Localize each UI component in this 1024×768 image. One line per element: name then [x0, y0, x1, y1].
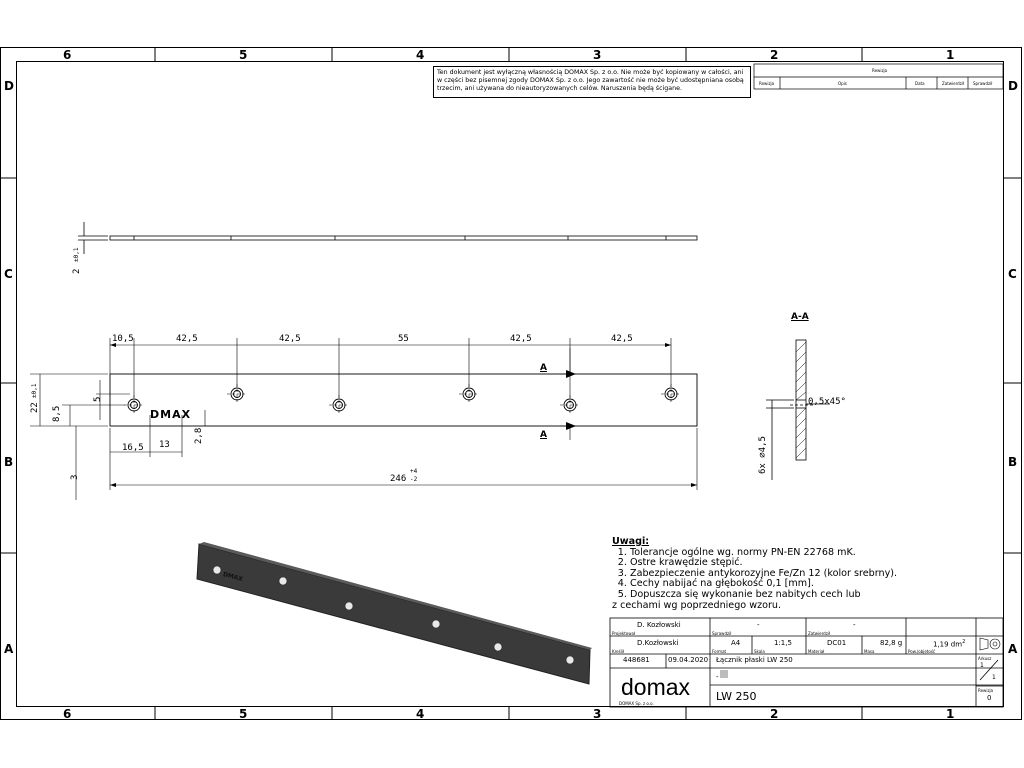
dim-holes: 6x ⌀4,5: [758, 436, 768, 474]
dim-thickness-tol: ±0,1: [73, 247, 80, 262]
dim-height-tol: ±0,1: [31, 383, 38, 398]
tb-volume: 1,19 dm2: [933, 639, 965, 648]
tb-designer-lbl: Projektował: [612, 631, 636, 636]
dim-13: 13: [159, 440, 170, 450]
domax-logo-sub: DOMAX Sp. z o.o.: [619, 701, 654, 706]
tb-format-lbl: Format: [712, 649, 727, 654]
note-item: Cechy nabijać na głębokość 0,1 [mm].: [630, 579, 897, 590]
zone-row-d-right: D: [1008, 79, 1018, 93]
zone-col-3: 3: [593, 48, 602, 62]
zone-col-6-bottom: 6: [63, 707, 72, 721]
revision-header-rev: Rewizja: [759, 81, 775, 86]
dim-42-5-c: 42,5: [510, 334, 532, 344]
tb-part-desc: -: [716, 673, 719, 681]
dim-2-8: 2,8: [194, 427, 204, 444]
tb-scale-lbl: Skala: [754, 649, 765, 654]
note-item: Tolerancje ogólne wg. normy PN-EN 22768 …: [630, 547, 897, 559]
tb-volume-value: 1,19 dm: [933, 640, 963, 649]
zone-col-6: 6: [63, 48, 72, 62]
zone-col-4-bottom: 4: [416, 707, 425, 721]
tb-sheet: 1: [980, 662, 984, 669]
dim-10-5: 10,5: [112, 334, 134, 344]
zone-row-c: C: [4, 267, 13, 281]
dim-16-5: 16,5: [122, 443, 144, 453]
revision-header-date: Data: [915, 81, 925, 86]
dim-length-246: 246: [390, 474, 407, 484]
zone-row-c-right: C: [1008, 267, 1017, 281]
zone-col-3-bottom: 3: [593, 707, 602, 721]
dim-thickness-2: 2: [72, 268, 82, 274]
zone-row-b: B: [4, 455, 14, 469]
tb-sheets: 1: [992, 674, 996, 681]
dim-42-5-d: 42,5: [611, 334, 633, 344]
tb-part-code: LW 250: [716, 690, 757, 703]
revision-title: Rewizja: [872, 68, 888, 73]
dim-height-22: 22: [30, 402, 40, 413]
tb-mass: 82,8 g: [880, 639, 903, 647]
tb-checker-lbl: Sprawdził: [712, 631, 732, 636]
section-marker-top: A: [540, 363, 547, 373]
tb-drafter: D.Kozłowski: [637, 639, 679, 647]
tb-material: DC01: [827, 639, 847, 647]
tb-rev: 0: [987, 694, 992, 702]
note-item: Ostre krawędzie stępić.: [630, 558, 897, 569]
zone-row-a: A: [4, 642, 14, 656]
tb-drawing-no: 448681: [623, 656, 650, 664]
zone-col-2-bottom: 2: [770, 707, 779, 721]
tb-volume-lbl: Pow./objętość: [908, 649, 936, 654]
domax-logo: domax: [621, 674, 691, 700]
section-marker-bottom: A: [540, 430, 547, 440]
dim-42-5-b: 42,5: [279, 334, 301, 344]
note-item: Dopuszcza się wykonanie bez nabitych cec…: [630, 589, 897, 601]
notes-list: Tolerancje ogólne wg. normy PN-EN 22768 …: [612, 547, 897, 601]
dim-42-5-a: 42,5: [176, 334, 198, 344]
tb-format: A4: [731, 639, 741, 647]
zone-row-d: D: [4, 79, 14, 93]
tb-date: 09.04.2020: [668, 656, 709, 664]
note-item: Zabezpieczenie antykorozyjne Fe/Zn 12 (k…: [630, 568, 897, 580]
revision-header-desc: Opis: [838, 81, 847, 86]
notes-block: Uwagi: Tolerancje ogólne wg. normy PN-EN…: [612, 536, 897, 611]
section-label: A-A: [791, 312, 809, 322]
zone-col-1-bottom: 1: [946, 707, 955, 721]
dim-8-5: 8,5: [52, 405, 62, 422]
tb-part-name: Łącznik płaski LW 250: [716, 656, 793, 664]
dim-55: 55: [398, 334, 409, 344]
zone-col-5: 5: [239, 48, 248, 62]
tb-mass-lbl: Masa: [864, 649, 875, 654]
tb-sheet-lbl: Arkusz: [978, 656, 992, 661]
zone-col-4: 4: [416, 48, 425, 62]
tb-approved-lbl: Zatwierdził: [808, 631, 831, 636]
zone-col-1: 1: [946, 48, 955, 62]
dim-3: 3: [70, 474, 80, 480]
dim-5: 5: [93, 396, 103, 402]
revision-header-checked: Sprawdził: [973, 81, 993, 86]
dim-chamfer: 0,5x45°: [808, 397, 846, 407]
zone-row-b-right: B: [1008, 455, 1018, 469]
zone-col-2: 2: [770, 48, 779, 62]
notes-title: Uwagi:: [612, 536, 650, 547]
dim-length-tol-up: +4: [410, 468, 418, 475]
tb-rev-lbl: Rewizja: [978, 688, 994, 693]
tb-volume-sup: 2: [962, 639, 966, 645]
tb-scale: 1:1,5: [774, 639, 792, 647]
tb-drafter-lbl: Kreślił: [612, 649, 625, 654]
tb-approved: -: [853, 621, 856, 629]
revision-header-approved: Zatwierdził: [942, 81, 965, 86]
ownership-notice: Ten dokument jest wyłączną własnością DO…: [433, 66, 751, 98]
dim-length-tol-down: -2: [410, 476, 418, 483]
tb-material-lbl: Materiał: [808, 649, 825, 654]
tb-checker: -: [757, 621, 760, 629]
zone-col-5-bottom: 5: [239, 707, 248, 721]
plate-mark: DMAX: [150, 408, 192, 421]
note-continuation: z cechami wg poprzedniego wzoru.: [612, 599, 782, 611]
tb-designer: D. Kozłowski: [637, 621, 681, 629]
zone-row-a-right: A: [1008, 642, 1018, 656]
